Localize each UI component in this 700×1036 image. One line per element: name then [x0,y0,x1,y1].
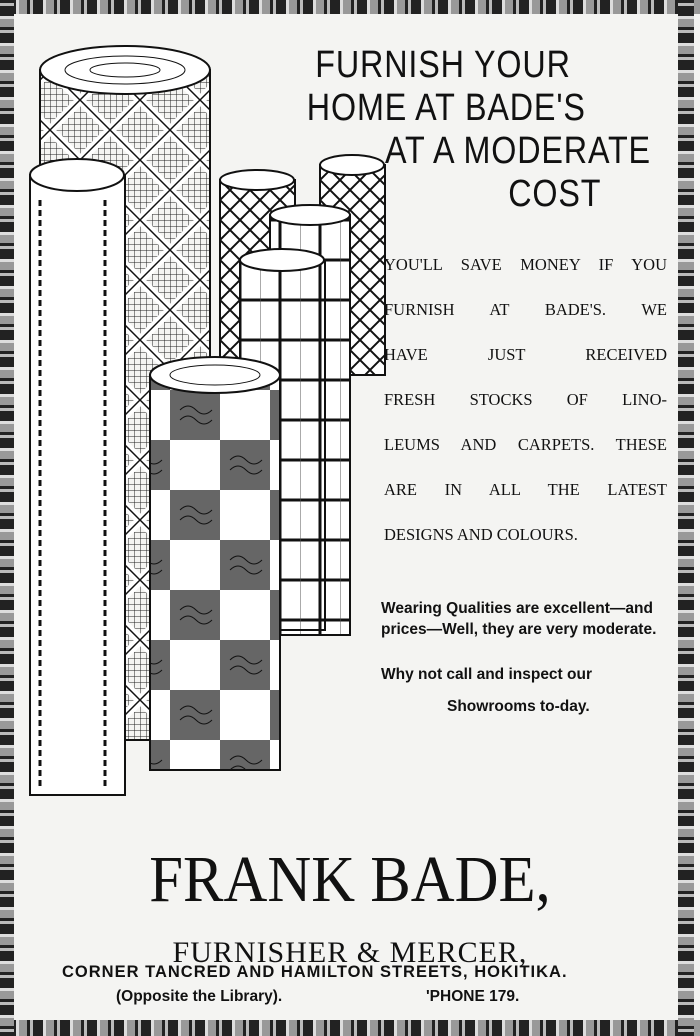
body-line: HAVE JUST RECEIVED [384,345,667,364]
location-note: (Opposite the Library). [116,988,283,1005]
body-line: YOU'LL SAVE MONEY IF YOU [384,255,667,274]
headline-line: HOME AT BADE'S [306,87,586,129]
body-line: LEUMS AND CARPETS. THESE [384,435,667,454]
body-line: DESIGNS AND COLOURS. [384,525,578,544]
body-line: ARE IN ALL THE LATEST [384,480,667,499]
headline-line: COST [508,173,602,215]
blurb-quality: Wearing Qualities are excellent—and pric… [381,600,657,638]
headline-line: AT A MODERATE [385,130,651,172]
headline: FURNISH YOUR HOME AT BADE'S AT A MODERAT… [300,44,651,216]
carpet-rolls-illustration [29,45,386,796]
body-line: FRESH STOCKS OF LINO- [384,390,667,409]
body-line: FURNISH AT BADE'S. WE [384,300,667,319]
business-name: FRANK BADE, [149,843,551,916]
blurb-invite: Why not call and inspect our [381,666,592,683]
blurb-showrooms: Showrooms to-day. [447,698,590,715]
decorative-border-top [0,0,700,14]
headline-line: FURNISH YOUR [315,44,571,86]
body-copy: YOU'LL SAVE MONEY IF YOU FURNISH AT BADE… [384,252,667,567]
business-address: CORNER TANCRED AND HAMILTON STREETS, HOK… [62,963,568,981]
phone-number: 'PHONE 179. [426,988,520,1005]
decorative-border-bottom [0,1020,700,1036]
decorative-border-left [0,0,14,1036]
blurb: Wearing Qualities are excellent—and pric… [381,598,671,717]
decorative-border-right [678,0,694,1036]
business-trade: FURNISHER & MERCER, [172,936,528,969]
